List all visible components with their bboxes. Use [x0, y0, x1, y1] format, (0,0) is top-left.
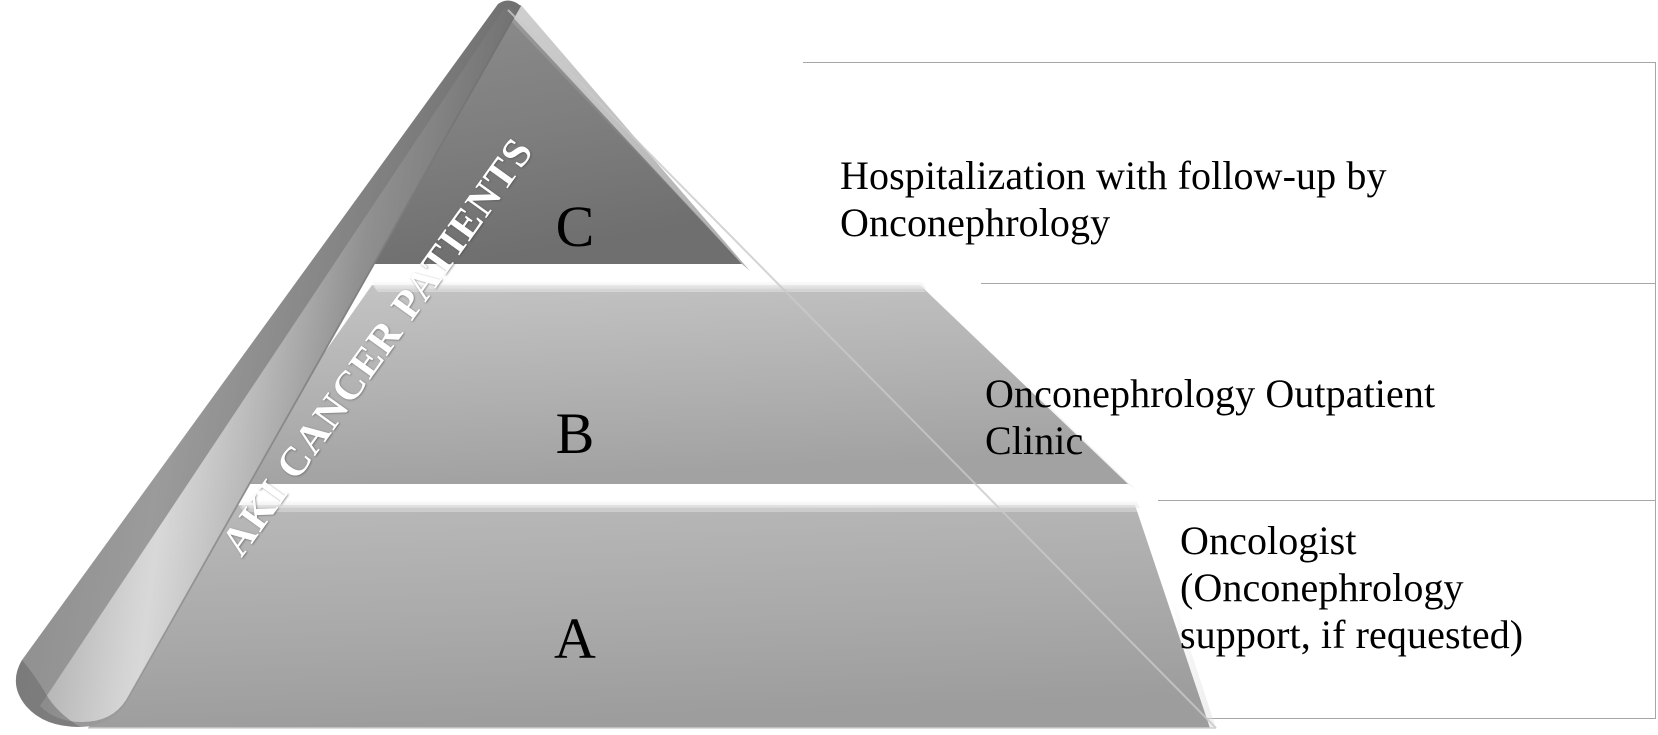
- tier-a-top-highlight: [238, 505, 1141, 512]
- pyramid-tier-a: [88, 505, 1216, 728]
- tier-letter-a: A: [554, 606, 596, 671]
- callout-text-tier-b: Onconephrology Outpatient Clinic: [985, 371, 1436, 464]
- pyramid-left-bevel-edge: [15, 0, 521, 727]
- tier-letter-b: B: [555, 401, 595, 466]
- tier-letter-c: C: [555, 194, 595, 259]
- tier-a-front-face: [88, 505, 1210, 728]
- left-edge-gloss: [40, 7, 516, 722]
- callout-text-tier-a: Oncologist (Onconephrology support, if r…: [1180, 518, 1524, 658]
- tier-b-top-highlight: [372, 285, 926, 292]
- callout-text-tier-c: Hospitalization with follow-up by Oncone…: [840, 153, 1387, 246]
- left-edge-foot-shadow: [15, 660, 80, 727]
